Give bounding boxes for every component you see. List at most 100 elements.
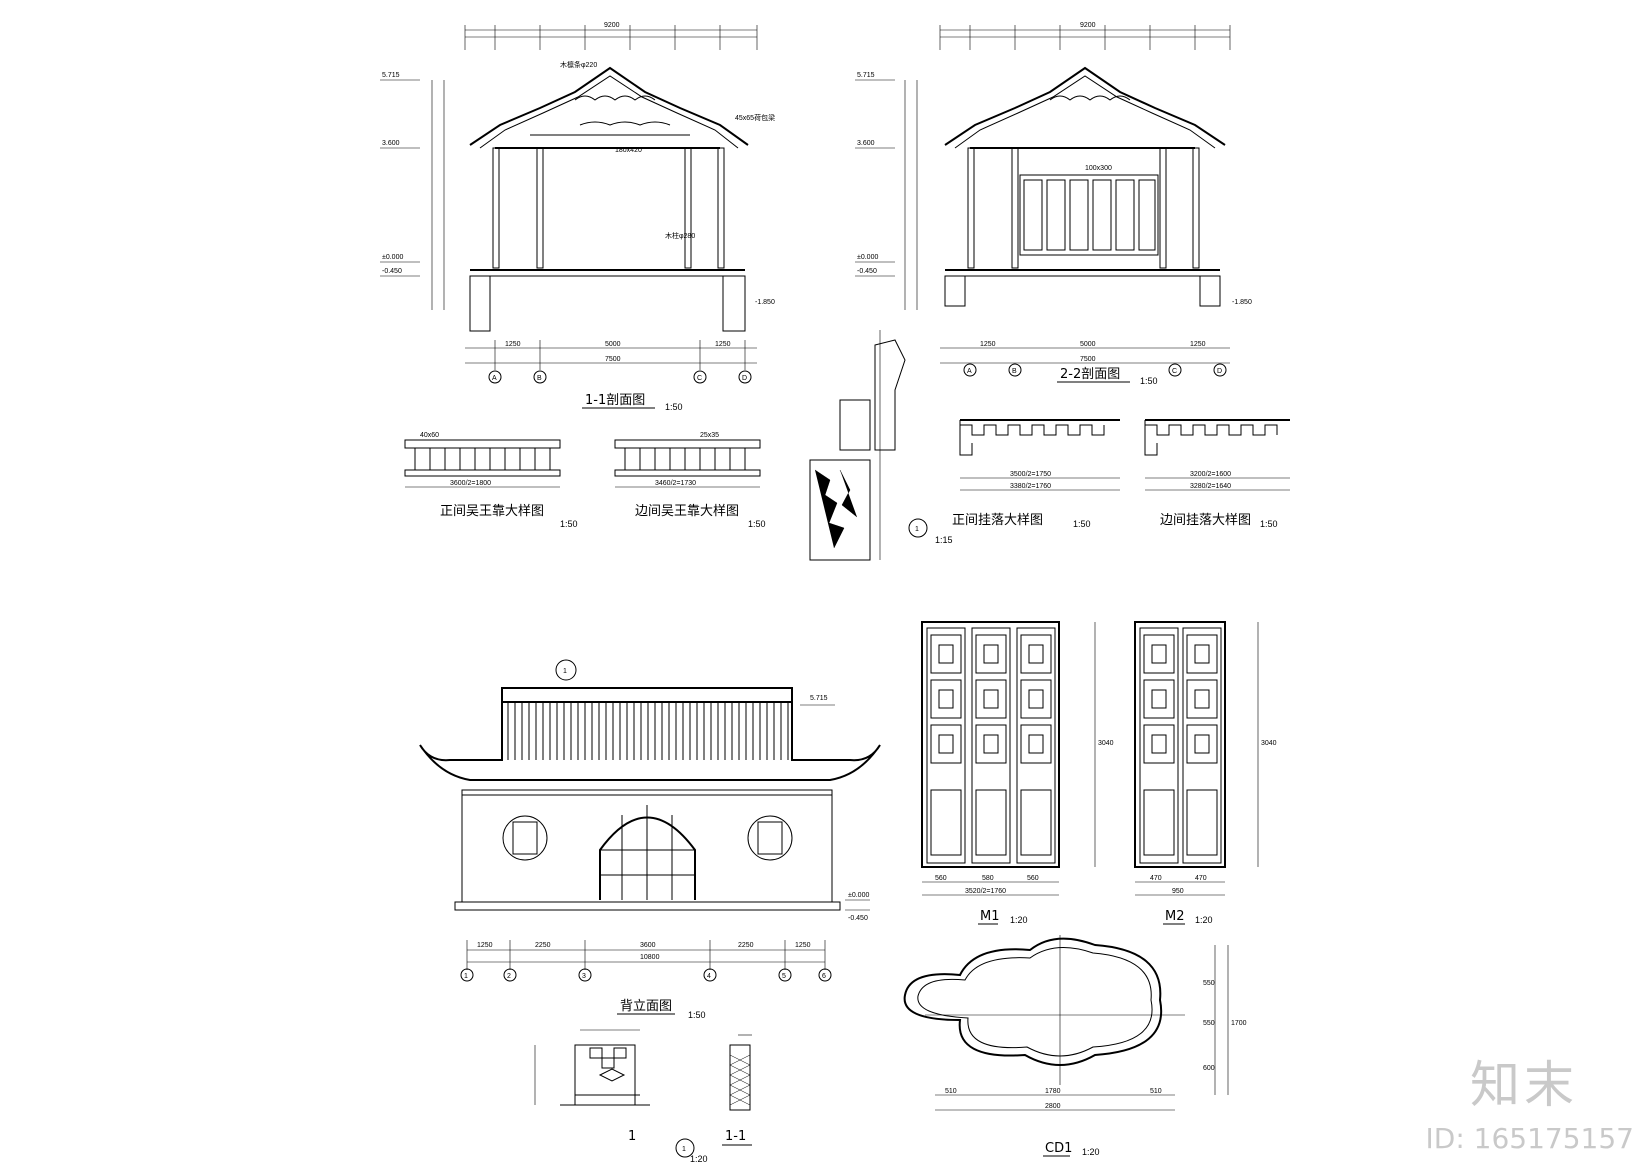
title-hang-mid: 正间挂落大样图 — [952, 513, 1043, 528]
lattice-panel — [1186, 724, 1218, 764]
cd1-h-3: 600 — [1203, 1065, 1215, 1072]
scale-hang-side: 1:50 — [1260, 519, 1278, 529]
scale-rail-mid: 1:50 — [560, 519, 578, 529]
dim-total-2: 9200 — [1080, 22, 1096, 29]
title-hang-side: 边间挂落大样图 — [1160, 513, 1251, 528]
cd1-h-1: 550 — [1203, 980, 1215, 987]
rear-axis-4: 4 — [707, 973, 711, 980]
title-rail-side: 边间吴王靠大样图 — [635, 504, 739, 519]
cd1-h-total: 1700 — [1231, 1020, 1247, 1027]
scale-m1: 1:20 — [1010, 915, 1028, 925]
level-3600: 3.600 — [382, 140, 400, 147]
scale-det1: 1:20 — [690, 1154, 708, 1164]
door-m2: 470 470 950 3040 M2 1:20 — [1134, 621, 1277, 925]
m2-total: 950 — [1172, 888, 1184, 895]
rear-span-5: 1250 — [795, 942, 811, 949]
m2-span-1: 470 — [1150, 875, 1162, 882]
axis-d-2: D — [1217, 368, 1222, 375]
hang-side-dim2: 3280/2=1640 — [1190, 483, 1231, 490]
det1-marker: 1 — [682, 1146, 686, 1153]
scale-hang-mid: 1:50 — [1073, 519, 1091, 529]
lattice-panel — [1186, 634, 1218, 674]
title-m2: M2 — [1165, 909, 1185, 924]
rail-mid-dim: 3600/2=1800 — [450, 480, 491, 487]
scale-sec11: 1:50 — [665, 402, 683, 412]
lattice-inner — [1151, 734, 1167, 754]
rear-span-2: 2250 — [535, 942, 551, 949]
cd1-total: 2800 — [1045, 1103, 1061, 1110]
door-m1: 560 580 560 3520/2=1760 3040 M1 1:20 — [921, 621, 1114, 925]
lattice-inner — [1194, 734, 1210, 754]
door-lower-panel — [1020, 789, 1052, 856]
title-det-1-1: 1-1 — [725, 1129, 746, 1144]
level-0: ±0.000 — [382, 254, 403, 261]
span-total-2: 7500 — [1080, 356, 1096, 363]
lattice-inner — [1028, 734, 1044, 754]
span-a: 1250 — [505, 341, 521, 348]
lattice-panel — [1020, 634, 1052, 674]
lattice-inner — [938, 734, 954, 754]
title-rear: 背立面图 — [620, 999, 672, 1014]
rail-detail-mid: 3600/2=1800 40x60 正间吴王靠大样图 1:50 — [404, 432, 578, 529]
title-sec22: 2-2剖面图 — [1060, 367, 1120, 382]
level-5715-2: 5.715 — [857, 72, 875, 79]
scale-detail-1: 1:15 — [935, 535, 953, 545]
title-m1: M1 — [980, 909, 1000, 924]
dim-total: 9200 — [604, 22, 620, 29]
rail-side-member: 25x35 — [700, 432, 719, 439]
hang-mid-dim1: 3500/2=1750 — [1010, 471, 1051, 478]
rear-elevation: 1 5.715 ±0.000 -0.450 1250 2250 3600 225… — [419, 659, 881, 1020]
hang-side-dim1: 3200/2=1600 — [1190, 471, 1231, 478]
lattice-panel — [1020, 724, 1052, 764]
rear-axis-3: 3 — [582, 973, 586, 980]
m1-span-3: 560 — [1027, 875, 1039, 882]
level-3600-2: 3.600 — [857, 140, 875, 147]
m1-span-2: 580 — [982, 875, 994, 882]
span-b-2: 5000 — [1080, 341, 1096, 348]
level-0-2: ±0.000 — [857, 254, 878, 261]
span-total: 7500 — [605, 356, 621, 363]
section-1-1: 9200 5.715 3.600 ±0 — [380, 22, 775, 412]
lattice-panel — [1143, 724, 1175, 764]
axis-a: A — [492, 375, 497, 382]
axis-b-2: B — [1012, 368, 1017, 375]
note-beam2: 45x65荷包梁 — [735, 113, 775, 122]
m1-height: 3040 — [1098, 740, 1114, 747]
watermark-logo: 知末 — [1470, 1056, 1578, 1114]
lattice-panel — [930, 724, 962, 764]
scale-rear: 1:50 — [688, 1010, 706, 1020]
cd1-span-2: 1780 — [1045, 1088, 1061, 1095]
lattice-inner — [983, 734, 999, 754]
level-m1850-2: -1.850 — [1232, 299, 1252, 306]
m1-span-1: 560 — [935, 875, 947, 882]
rail-detail-side: 3460/2=1730 25x35 边间吴王靠大样图 1:50 — [614, 432, 766, 529]
lattice-inner — [938, 644, 954, 664]
rail-side-dim: 3460/2=1730 — [655, 480, 696, 487]
axis-c: C — [697, 375, 702, 382]
m1-total: 3520/2=1760 — [965, 888, 1006, 895]
axis-d: D — [742, 375, 747, 382]
scale-rail-side: 1:50 — [748, 519, 766, 529]
lattice-inner — [1151, 644, 1167, 664]
span-c-2: 1250 — [1190, 341, 1206, 348]
rear-detail-marker: 1 — [563, 668, 567, 675]
lattice-inner — [983, 689, 999, 709]
door-lower-panel — [930, 789, 962, 856]
rail-mid-member: 40x60 — [420, 432, 439, 439]
rear-span-4: 2250 — [738, 942, 754, 949]
title-rail-mid: 正间吴王靠大样图 — [440, 504, 544, 519]
detail-1-bottom: 1 1 1:20 — [534, 1029, 708, 1164]
lattice-inner — [1028, 689, 1044, 709]
lattice-inner — [983, 644, 999, 664]
scale-cd1: 1:20 — [1082, 1147, 1100, 1157]
lattice-inner — [1194, 644, 1210, 664]
hang-detail-side: 3200/2=1600 3280/2=1640 边间挂落大样图 1:50 — [1144, 419, 1290, 529]
lattice-panel — [975, 634, 1007, 674]
axis-a-2: A — [967, 368, 972, 375]
lattice-panel — [930, 634, 962, 674]
lattice-panel — [1020, 679, 1052, 719]
rear-level-top: 5.715 — [810, 695, 828, 702]
note-beam: 180x420 — [615, 147, 642, 154]
axis-c-2: C — [1172, 368, 1177, 375]
axis-b: B — [537, 375, 542, 382]
